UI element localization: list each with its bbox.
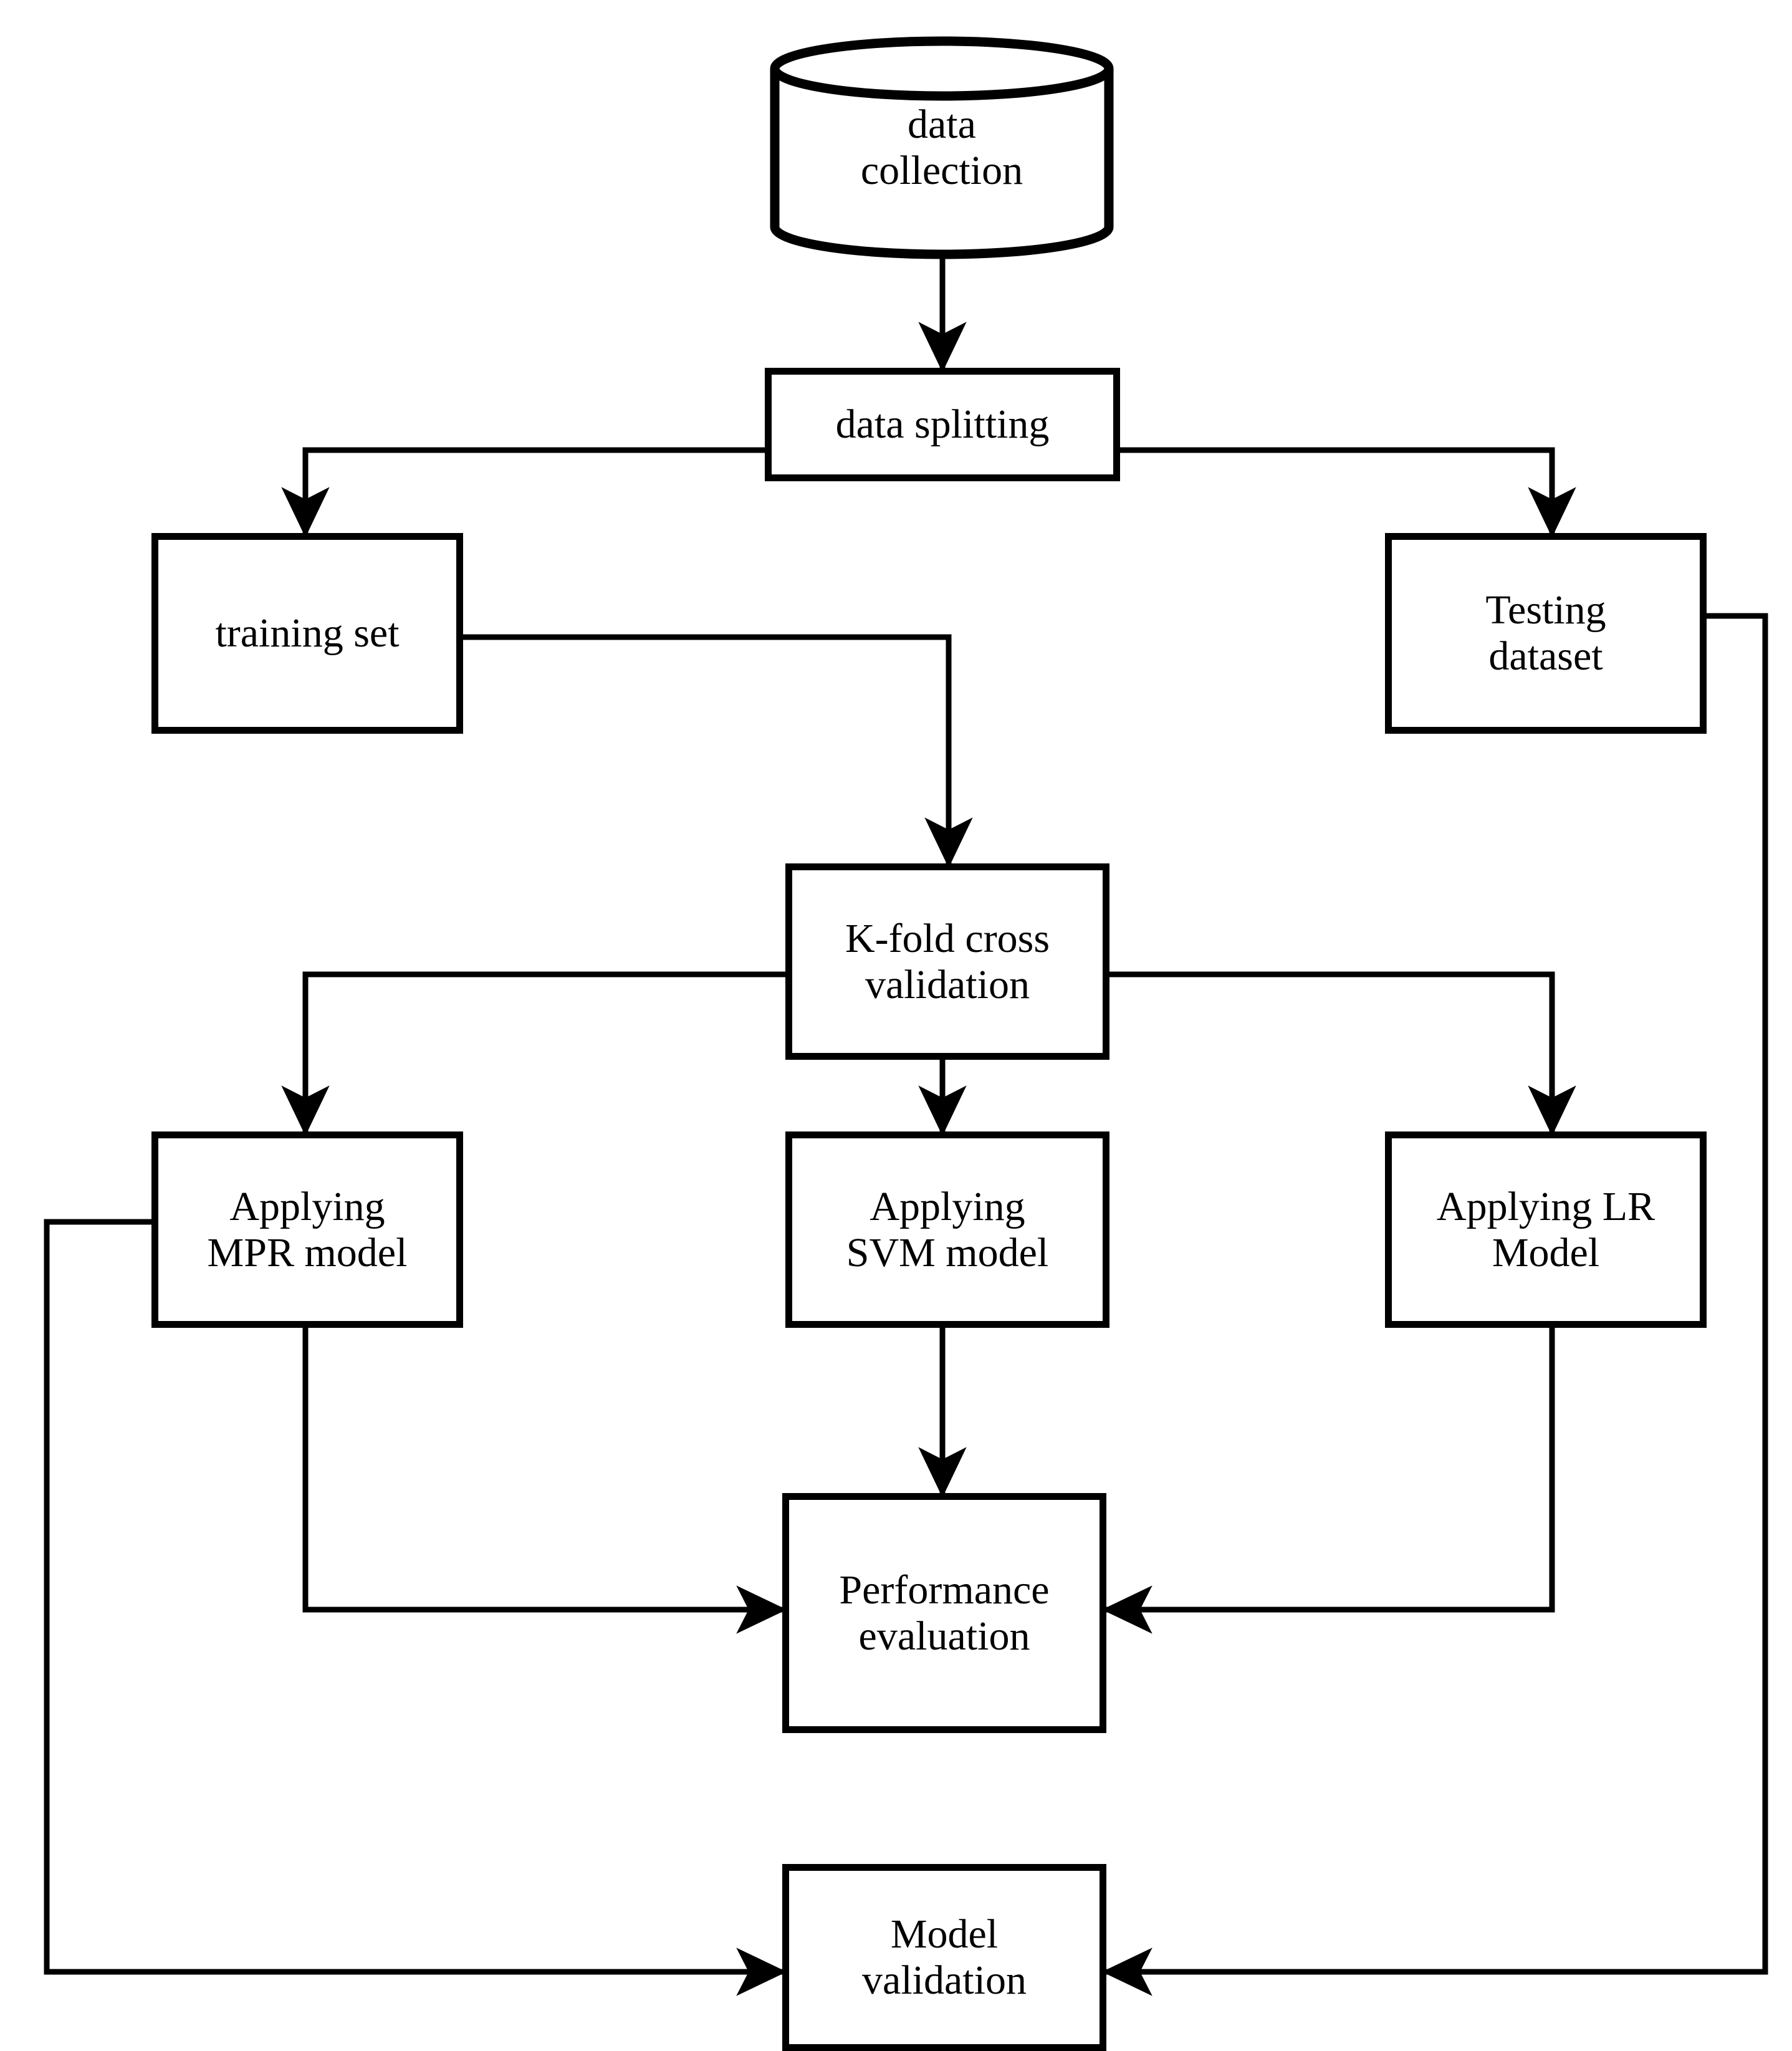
- cylinder-shape: [770, 36, 1114, 259]
- edge-lr-to-performance: [1101, 1328, 1555, 1634]
- node-applying-svm-model[interactable]: Applying SVM model: [785, 1131, 1109, 1328]
- node-label: data splitting: [835, 401, 1050, 448]
- node-data-splitting[interactable]: data splitting: [765, 368, 1120, 481]
- node-data-collection[interactable]: data collection: [770, 36, 1114, 259]
- node-label: Applying LR Model: [1436, 1183, 1655, 1275]
- node-label: training set: [215, 610, 400, 656]
- node-testing-dataset[interactable]: Testing dataset: [1385, 533, 1707, 734]
- node-training-set[interactable]: training set: [151, 533, 463, 734]
- node-applying-lr-model[interactable]: Applying LR Model: [1385, 1131, 1707, 1328]
- node-label: Performance evaluation: [839, 1567, 1050, 1659]
- node-kfold-cross-validation[interactable]: K-fold cross validation: [785, 863, 1109, 1060]
- edge-kfold-to-lr: [1109, 971, 1576, 1136]
- edge-training-to-kfold: [462, 634, 973, 868]
- node-performance-evaluation[interactable]: Performance evaluation: [782, 1493, 1106, 1733]
- node-label: Applying SVM model: [846, 1183, 1049, 1275]
- node-label: K-fold cross validation: [845, 915, 1050, 1007]
- node-model-validation[interactable]: Model validation: [782, 1864, 1106, 2051]
- node-label: Testing dataset: [1485, 587, 1606, 679]
- node-applying-mpr-model[interactable]: Applying MPR model: [151, 1131, 463, 1328]
- edge-splitting-to-training: [281, 447, 765, 538]
- node-label: Model validation: [862, 1911, 1027, 2003]
- node-label: data collection: [860, 102, 1023, 193]
- node-label: Applying MPR model: [207, 1183, 408, 1275]
- edge-splitting-to-testing: [1120, 447, 1576, 538]
- edge-kfold-to-mpr: [281, 971, 785, 1136]
- edge-mpr-to-model-validation: [44, 1219, 787, 1996]
- edge-mpr-to-performance: [302, 1328, 787, 1634]
